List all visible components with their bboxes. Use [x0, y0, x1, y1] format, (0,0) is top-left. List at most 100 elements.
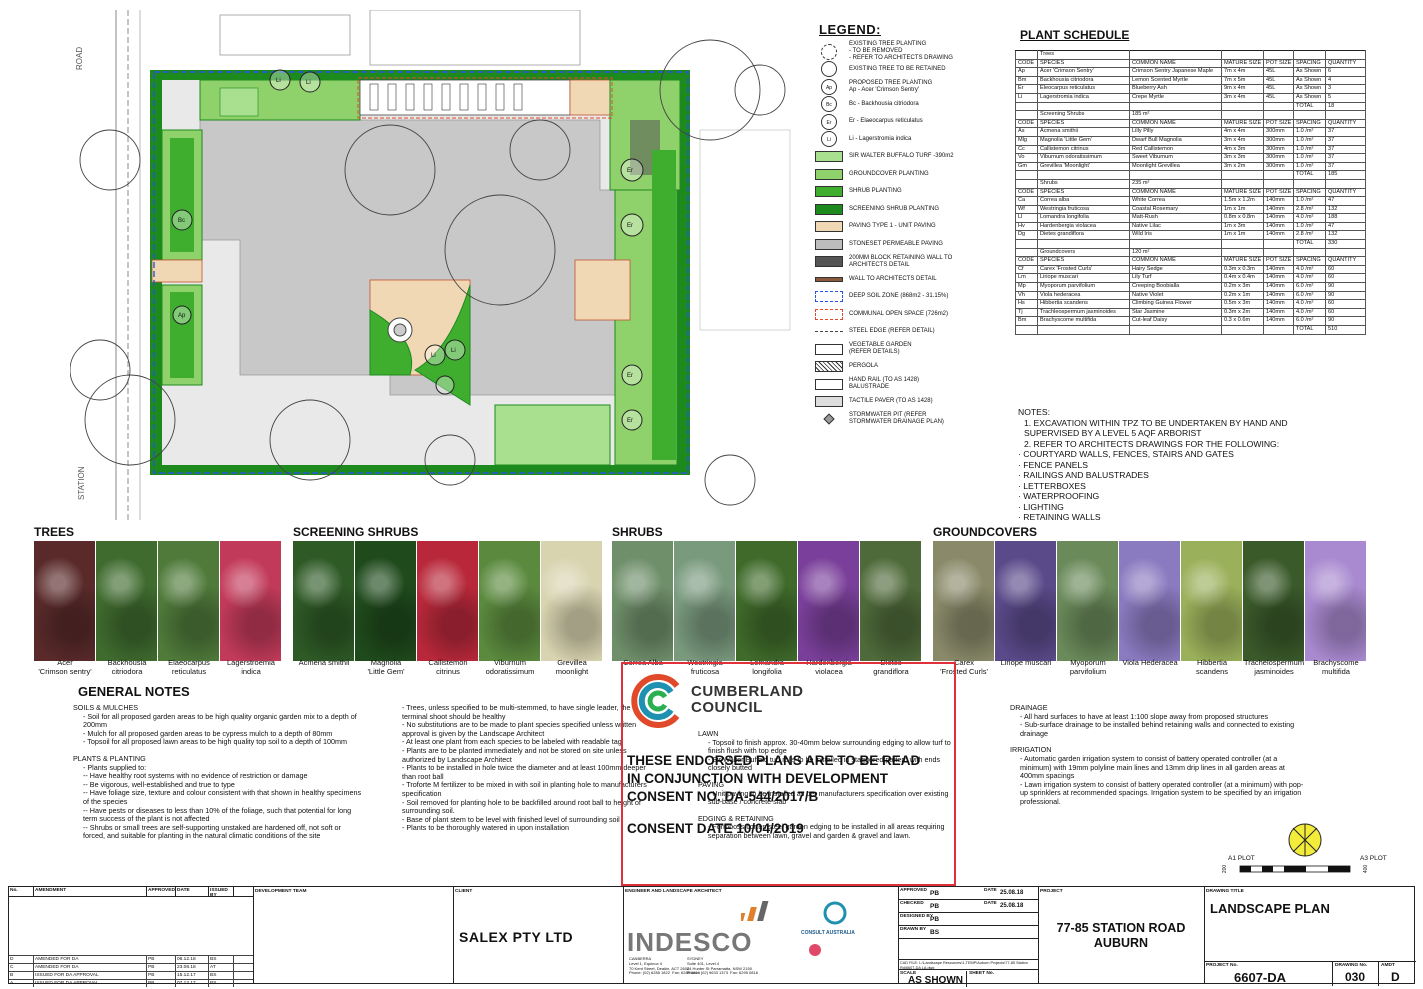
general-notes-col-3: LAWN- Topsoil to finish approx. 30-40mm … [698, 729, 963, 841]
drawing-number: 030 [1345, 970, 1366, 984]
legend-label: PERGOLA [849, 363, 879, 370]
svg-text:Er: Er [627, 223, 633, 229]
category-title: TREES [34, 525, 75, 539]
legend-item: 200MM BLOCK RETAINING WALL TO ARCHITECTS… [815, 253, 1005, 271]
plant-photo [96, 541, 157, 661]
engineer-box: ENGINEER AND LANDSCAPE ARCHITECT INDESCO… [623, 887, 899, 983]
legend-item: VEGETABLE GARDEN (REFER DETAILS) [815, 341, 1005, 359]
legend-swatch [815, 361, 843, 373]
revision-header: No. [9, 887, 34, 896]
legend-item: DEEP SOIL ZONE (868m2 - 31.15%) [815, 288, 1005, 306]
general-notes-title: GENERAL NOTES [78, 684, 190, 699]
legend-item: STONESET PERMEABLE PAVING [815, 236, 1005, 254]
plant-photo [798, 541, 859, 661]
notes: NOTES: 1. EXCAVATION WITHIN TPZ TO BE UN… [1018, 407, 1308, 523]
plant-photo [293, 541, 354, 661]
notes-line: - No substitutions are to be made to pla… [402, 720, 637, 738]
plant-photo [995, 541, 1056, 661]
revision-header: AMENDMENT [34, 887, 147, 896]
legend-tree-icon: Bc [821, 96, 837, 113]
note-bullet: · WATERPROOFING [1018, 491, 1100, 501]
notes-line: - Plants to be thoroughly watered in upo… [402, 823, 570, 833]
note-bullet: · LETTERBOXES [1018, 480, 1086, 491]
legend-item: EXISTING TREE PLANTING - TO BE REMOVED -… [815, 41, 1005, 61]
schedule-group-row: Trees [1015, 50, 1366, 60]
plant-photo [1181, 541, 1242, 661]
svg-text:Er: Er [627, 373, 633, 379]
note-1: 1. EXCAVATION WITHIN TPZ TO BE UNDERTAKE… [1024, 417, 1288, 439]
legend-swatch [815, 378, 843, 390]
general-notes-col-1: SOILS & MULCHES- Soil for all proposed g… [73, 703, 363, 841]
road-label: ROAD [75, 47, 84, 70]
svg-text:Li: Li [306, 80, 311, 86]
notes-line: - Plants to be installed in hole twice t… [402, 763, 646, 781]
notes-line: - At least one plant from each species t… [402, 737, 622, 747]
notes-line: -- Have pests or diseases to less than 1… [83, 805, 352, 824]
category-title: GROUNDCOVERS [933, 525, 1038, 539]
legend-item: STORMWATER PIT (REFER STORMWATER DRAINAG… [815, 411, 1005, 429]
notes-line: - Lawn irrigation system to consist of b… [1020, 779, 1304, 806]
project-name: 77-85 STATION ROAD AUBURN [1056, 921, 1186, 950]
legend-swatch [815, 396, 843, 408]
legend-label: VEGETABLE GARDEN (REFER DETAILS) [849, 342, 912, 356]
notes-heading: IRRIGATION [1010, 745, 1052, 755]
notes-line: - Plants supplied to: [83, 762, 147, 772]
svg-text:Ap: Ap [178, 313, 186, 319]
legend-item: PAVING TYPE 1 - UNIT PAVING [815, 218, 1005, 236]
svg-text:Li: Li [276, 78, 281, 84]
notes-line: - Soil removed for planting hole to be b… [402, 797, 641, 816]
consult-australia: CONSULT AUSTRALIA [801, 930, 855, 936]
note-bullet: · FENCE PANELS [1018, 459, 1089, 470]
legend-item: SCREENING SHRUB PLANTING [815, 201, 1005, 219]
revision-header: ISSUED BY [209, 887, 234, 896]
legend-label: DEEP SOIL ZONE (868m2 - 31.15%) [849, 293, 949, 300]
plant-photo [541, 541, 602, 661]
notes-line: - Trees, unless specified to be multi-st… [402, 703, 631, 721]
legend-tree-icon: Ap [821, 78, 837, 95]
legend-tree-icon [821, 43, 837, 60]
legend-label: Li - Lagerstromia indica [849, 135, 912, 142]
notes-heading: PLANTS & PLANTING [73, 753, 146, 763]
legend-item: HAND RAIL (TO AS 1428) BALUSTRADE [815, 376, 1005, 394]
note-bullet: · RETAINING WALLS [1018, 512, 1101, 522]
plant-photo [479, 541, 540, 661]
scale-a1-label: A1 PLOT [1228, 855, 1255, 862]
plant-photo [34, 541, 95, 661]
legend-label: SHRUB PLANTING [849, 188, 902, 195]
plant-caption: Acmena smithii [298, 658, 350, 667]
notes-line: - Soil for all proposed garden areas to … [83, 711, 357, 730]
legend-title: LEGEND: [819, 22, 881, 37]
plant-schedule-title: PLANT SCHEDULE [1020, 28, 1130, 42]
north-arrow-icon [1288, 823, 1322, 857]
indesco-logo: INDESCO [627, 927, 753, 957]
general-notes-col-2: - Trees, unless specified to be multi-st… [392, 703, 647, 833]
legend-swatch [815, 168, 843, 180]
notes-heading: LAWN [698, 729, 719, 738]
scale-value: AS SHOWN [908, 975, 963, 986]
note-bullet: · COURTYARD WALLS, FENCES, STAIRS AND GA… [1018, 449, 1234, 459]
notes-line: - Troforte M fertilizer to be mixed in w… [402, 780, 647, 798]
notes-line: - Automatic garden irrigation system to … [1020, 753, 1285, 781]
notes-line: - Plants are to be planted immediately a… [402, 745, 627, 764]
